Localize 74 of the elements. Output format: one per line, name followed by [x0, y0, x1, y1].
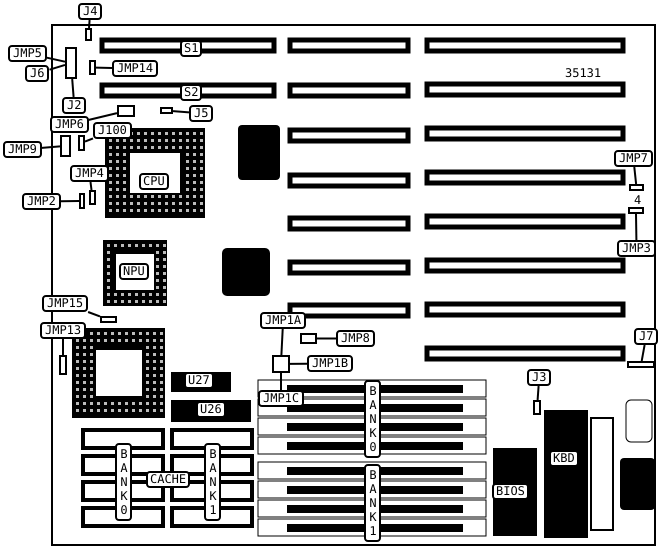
part-label: U26: [196, 401, 226, 418]
callout-label: J3: [527, 369, 552, 386]
jumper-pins: [100, 316, 117, 323]
leader-line: [633, 166, 638, 184]
jumper-pins: [59, 355, 67, 375]
callout-label: JMP1B: [307, 355, 354, 372]
callout-label: JMP6: [50, 116, 89, 133]
leader-line: [88, 112, 118, 121]
callout-label: JMP1C: [258, 390, 304, 407]
callout-label: JMP2: [22, 193, 61, 210]
part-label: S2: [180, 84, 202, 101]
callout-label: J6: [25, 65, 50, 82]
leader-line: [90, 182, 92, 190]
leader-line: [290, 362, 308, 365]
callout-label: J7: [634, 328, 658, 345]
callout-label: J100: [93, 122, 132, 139]
board-number: 35131: [565, 67, 602, 80]
leader-line: [635, 214, 638, 240]
callout-label: JMP9: [3, 141, 42, 158]
board-number: 4: [634, 194, 642, 207]
jumper-pins: [300, 333, 317, 344]
leader-line: [46, 56, 66, 63]
callout-label: JMP7: [614, 150, 653, 167]
leader-line: [640, 344, 646, 362]
part-label: BANK1: [364, 464, 381, 542]
leader-line: [49, 64, 66, 71]
leader-line: [60, 200, 80, 202]
callout-label: JMP13: [40, 322, 86, 339]
callout-label: JMP1A: [260, 312, 306, 329]
leader-line: [71, 78, 75, 98]
leader-line: [88, 20, 91, 28]
jumper-pins: [117, 105, 135, 117]
jumper-pins: [65, 47, 77, 79]
part-label: U27: [184, 372, 214, 389]
leader-line: [172, 110, 190, 114]
part-label: BANK1: [204, 443, 221, 521]
callout-label: J2: [62, 97, 86, 114]
leader-line: [280, 328, 284, 356]
part-label: KBD: [549, 450, 579, 467]
leader-line: [84, 137, 94, 143]
jumper-pins: [629, 184, 644, 191]
leader-line: [280, 373, 282, 390]
leader-line: [96, 66, 112, 69]
jumper-pins: [272, 355, 290, 373]
callout-label: JMP14: [112, 60, 158, 77]
part-label: BIOS: [492, 483, 529, 500]
part-label: BANK0: [364, 380, 381, 458]
callout-label: J4: [78, 3, 102, 20]
part-label: BANK0: [115, 443, 132, 521]
jumper-pins: [628, 207, 644, 214]
leader-line: [42, 145, 60, 149]
part-label: NPU: [119, 263, 149, 280]
jumper-pins: [79, 193, 85, 209]
leader-line: [536, 386, 540, 400]
callout-label: JMP4: [70, 165, 109, 182]
callout-label: JMP5: [8, 45, 47, 62]
callout-label: JMP3: [617, 240, 656, 257]
leader-line: [317, 338, 336, 340]
part-label: S1: [180, 40, 202, 57]
jumper-pins: [160, 107, 173, 114]
jumper-pins: [89, 190, 96, 205]
leader-line: [88, 311, 100, 318]
part-label: CPU: [139, 173, 169, 190]
jumper-pins: [78, 135, 85, 151]
jumper-pins: [60, 135, 71, 157]
jumper-pins: [85, 28, 92, 41]
jumper-pins: [533, 400, 541, 415]
callout-label: JMP8: [336, 330, 375, 347]
leader-line: [62, 339, 64, 355]
part-label: CACHE: [146, 471, 190, 488]
callout-label: JMP15: [42, 295, 88, 312]
jumper-pins: [627, 361, 655, 368]
jumper-pins: [89, 60, 96, 75]
callout-label: J5: [189, 105, 214, 122]
